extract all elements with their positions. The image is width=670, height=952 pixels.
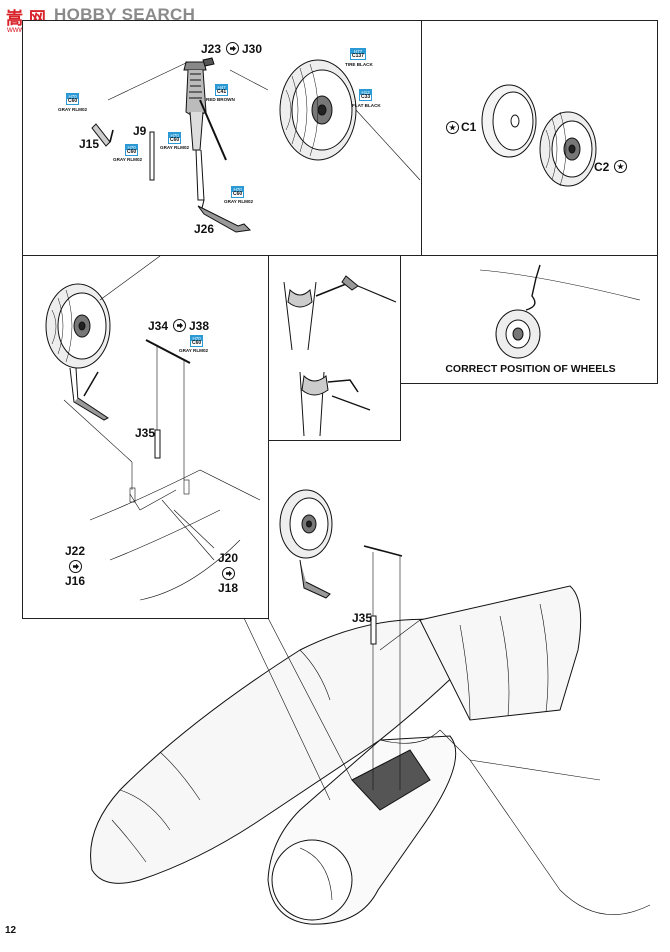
tire-top <box>279 59 357 161</box>
paint-caption: GRAY RLM02 <box>179 348 209 353</box>
paint-tag-top: H70 <box>126 145 138 150</box>
part-label-c2: C2 <box>594 160 610 174</box>
j15-strut <box>91 61 189 147</box>
paint-tag-top: H70 <box>191 336 203 341</box>
part-label-j22: J22 <box>65 544 86 558</box>
part-label-j15: J15 <box>79 137 100 151</box>
arrow-icon <box>69 560 82 573</box>
paint-tag-top: H47 <box>216 85 228 90</box>
part-label-j23: J23 <box>201 42 222 56</box>
paint-caption: RED BROWN <box>206 97 235 102</box>
paint-tag-top: H70 <box>169 133 181 138</box>
page-number: 12 <box>5 925 17 936</box>
part-label-j26: J26 <box>194 222 215 236</box>
panel-wheel-halves <box>421 20 658 256</box>
part-label-j30: J30 <box>242 42 263 56</box>
paint-tag-c60-j9a: H70 C60 <box>168 132 182 144</box>
part-label-j35-bottom: J35 <box>352 611 373 625</box>
paint-tag-c137: H77 C137 <box>350 48 366 60</box>
paint-tag-code: C33 <box>361 94 371 100</box>
paint-tag-c33: H12 C33 <box>359 89 373 101</box>
j35-rod-bottom <box>363 545 403 790</box>
paint-tag-c60-j9b: H70 C60 <box>125 144 139 156</box>
paint-caption: GRAY RLM02 <box>58 107 88 112</box>
star-badge-icon <box>446 121 459 134</box>
paint-tag-top: H12 <box>360 90 372 95</box>
tire-left <box>45 283 111 369</box>
gear-leg-strut <box>183 57 227 201</box>
gear-leg-left <box>69 367 109 421</box>
j34-rod <box>145 339 191 480</box>
part-label-j9: J9 <box>133 124 147 138</box>
paint-tag-top: H70 <box>232 187 244 192</box>
detail-strut-close-up <box>283 275 397 437</box>
watermark-brand-text: HOBBY SEARCH <box>54 5 196 24</box>
paint-tag-c60-j15: H70 C60 <box>66 93 80 105</box>
part-label-c1: C1 <box>461 120 477 134</box>
paint-tag-code: C41 <box>217 89 227 95</box>
paint-tag-code: C137 <box>352 53 364 59</box>
j9-rod <box>149 131 155 181</box>
tire-bottom <box>279 489 333 599</box>
wheelwell-opening <box>351 749 431 811</box>
paint-tag-c60-j38: H70 C60 <box>190 335 204 347</box>
nacelle-wheelwell <box>63 399 261 601</box>
aircraft-wing <box>379 585 582 721</box>
part-label-j20: J20 <box>218 551 239 565</box>
paint-caption: GRAY RLM02 <box>113 157 143 162</box>
paint-tag-code: C60 <box>127 149 137 155</box>
arrow-icon <box>222 567 235 580</box>
part-label-j16: J16 <box>65 574 86 588</box>
star-badge-icon <box>614 160 627 173</box>
arrow-icon <box>173 319 186 332</box>
part-label-j34: J34 <box>148 319 169 333</box>
part-label-j18: J18 <box>218 581 239 595</box>
paint-tag-code: C60 <box>233 191 243 197</box>
paint-caption: TIRE BLACK <box>345 62 373 67</box>
wheel-half-c1 <box>481 84 537 158</box>
paint-tag-top: H70 <box>67 94 79 99</box>
paint-tag-c41: H47 C41 <box>215 84 229 96</box>
j26-bracket <box>197 199 252 233</box>
paint-tag-c60-j26: H70 C60 <box>231 186 245 198</box>
part-label-j38: J38 <box>189 319 210 333</box>
paint-tag-top: H77 <box>351 49 365 54</box>
correct-position-caption: CORRECT POSITION OF WHEELS <box>445 363 616 375</box>
wheel-half-c2 <box>539 111 597 187</box>
paint-tag-code: C60 <box>192 340 202 346</box>
paint-tag-code: C60 <box>68 98 78 104</box>
part-label-j35-left: J35 <box>135 426 156 440</box>
paint-caption: GRAY RLM02 <box>160 145 190 150</box>
paint-tag-code: C60 <box>170 137 180 143</box>
paint-caption: GRAY RLM02 <box>224 199 254 204</box>
correct-position-diagram <box>479 264 641 359</box>
paint-caption: FLAT BLACK <box>352 103 381 108</box>
arrow-icon <box>226 42 239 55</box>
